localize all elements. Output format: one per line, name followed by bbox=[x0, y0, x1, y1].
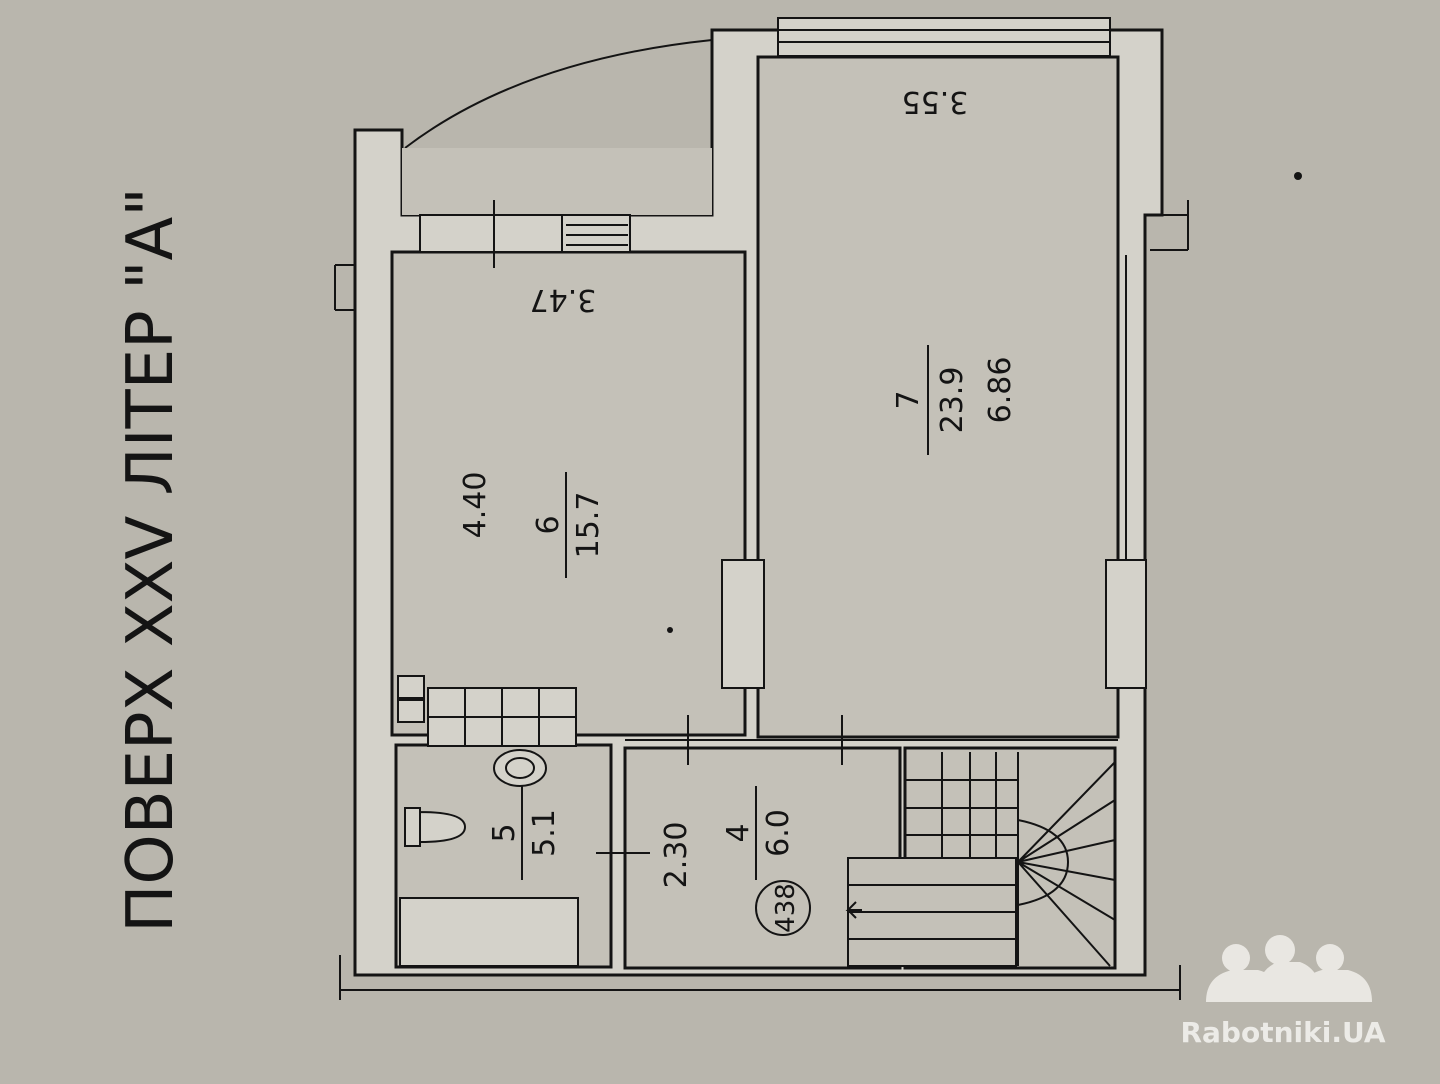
toilet bbox=[404, 807, 467, 847]
balcony-railing bbox=[404, 39, 713, 149]
room-4-number: 4 bbox=[721, 823, 756, 842]
dim-top-room: 3.55 bbox=[902, 84, 969, 119]
top-window bbox=[777, 17, 1111, 57]
room-5-area: 5.1 bbox=[527, 809, 562, 857]
room-7 bbox=[756, 55, 1120, 739]
dim-room-7-long: 6.86 bbox=[983, 357, 1018, 424]
dim-hall-width: 2.30 bbox=[659, 822, 694, 889]
ventilation-shafts bbox=[397, 675, 577, 747]
room-4-area: 6.0 bbox=[761, 809, 796, 857]
room-7-area: 23.9 bbox=[935, 367, 970, 434]
dim-room-6-long: 4.40 bbox=[458, 472, 493, 539]
staircase bbox=[845, 746, 1117, 970]
room-5-number: 5 bbox=[487, 823, 522, 842]
room-6-number: 6 bbox=[531, 515, 566, 534]
room-7-window bbox=[1105, 559, 1147, 689]
room-6 bbox=[390, 250, 747, 737]
watermark-text: Rabotniki.UA bbox=[1180, 1016, 1385, 1049]
room-6-window bbox=[419, 214, 631, 253]
dim-room-6-short: 3.47 bbox=[530, 282, 597, 317]
washbasin bbox=[493, 749, 547, 787]
bathtub bbox=[399, 897, 579, 967]
room-6-area: 15.7 bbox=[571, 492, 606, 559]
apartment-number-circle bbox=[755, 880, 811, 936]
room-7-number: 7 bbox=[891, 390, 926, 409]
workers-icon bbox=[1206, 962, 1372, 1002]
balcony-floor bbox=[402, 148, 712, 215]
plan-heading: ПОВЕРХ XXV ЛІТЕР "А" bbox=[114, 187, 188, 933]
door-6-7 bbox=[721, 559, 765, 689]
apartment-number: 438 bbox=[771, 883, 801, 933]
watermark-logo: Rabotniki.UA bbox=[1180, 935, 1386, 1049]
